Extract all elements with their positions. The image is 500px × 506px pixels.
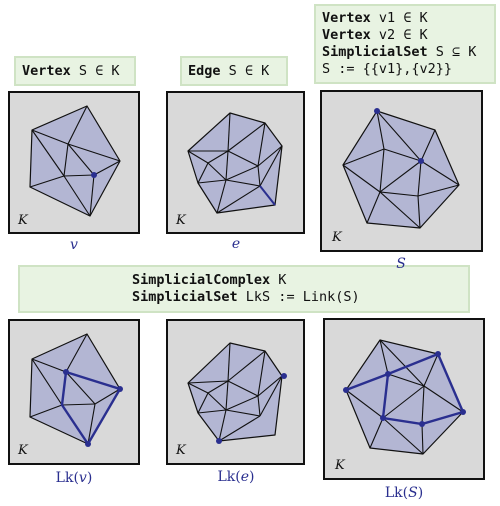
link-vertex	[380, 415, 386, 421]
link-vertex	[419, 421, 425, 427]
caption-lk-S: Lk(S)	[372, 485, 436, 501]
complex-panel-edge: K	[166, 91, 305, 234]
link-vertex	[85, 441, 91, 447]
highlighted-vertex	[91, 172, 97, 178]
keyword: Edge	[188, 63, 221, 79]
k-label: K	[332, 230, 342, 245]
caption-text: S	[396, 256, 406, 272]
complex-panel-vertex: K	[8, 91, 140, 234]
keyword: Vertex	[22, 63, 71, 79]
complex-drawing	[29, 105, 121, 217]
highlighted-vertex-v2	[418, 158, 424, 164]
caption-close: )	[86, 470, 93, 486]
highlighted-edge	[259, 185, 276, 206]
link-vertex	[216, 438, 222, 444]
link-panel-vertex: K	[8, 319, 140, 465]
keyword: SimplicialComplex	[132, 272, 271, 288]
caption-close: )	[249, 469, 255, 485]
k-label: K	[18, 443, 28, 458]
vertex-code-box: Vertex S ∈ K	[14, 56, 136, 86]
caption-e: e	[226, 236, 246, 252]
keyword: Vertex	[322, 10, 371, 26]
simplicial-set-code-box: Vertex v1 ∈ K Vertex v2 ∈ K SimplicialSe…	[314, 4, 496, 84]
caption-func: Lk(	[55, 470, 79, 486]
caption-func: Lk(	[384, 485, 409, 501]
link-vertex	[435, 351, 441, 357]
caption-close: )	[417, 485, 424, 501]
link-drawing	[343, 339, 466, 455]
link-panel-set: K	[323, 318, 485, 480]
link-panel-edge: K	[166, 319, 305, 465]
caption-arg: v	[78, 470, 87, 486]
k-label: K	[335, 458, 345, 473]
caption-func: Lk(	[217, 469, 241, 485]
caption-lk-e: Lk(e)	[206, 469, 266, 485]
code-text: LkS := Link(S)	[237, 289, 360, 305]
code-text: S ⊆ K	[427, 44, 477, 60]
complex-drawing	[342, 108, 460, 229]
caption-text: v	[70, 237, 78, 253]
caption-arg: e	[240, 469, 250, 485]
link-code-box: SimplicialComplex K SimplicialSet LkS :=…	[18, 265, 470, 313]
link-vertex	[460, 409, 466, 415]
link-vertex	[117, 386, 123, 392]
link-drawing	[29, 333, 123, 447]
k-label: K	[176, 213, 186, 228]
code-text: v2 ∈ K	[370, 27, 428, 43]
link-drawing	[187, 342, 287, 444]
caption-arg: S	[408, 485, 418, 501]
complex-drawing	[187, 112, 283, 214]
caption-text: e	[231, 236, 241, 252]
highlighted-vertex-v1	[374, 108, 380, 114]
k-label: K	[18, 213, 28, 228]
link-vertex	[343, 387, 349, 393]
code-text: K	[270, 272, 287, 288]
code-text: v1 ∈ K	[370, 10, 428, 26]
caption-lk-v: Lk(v)	[44, 470, 104, 486]
caption-S: S	[391, 256, 411, 272]
link-vertex	[281, 373, 287, 379]
complex-panel-set: K	[320, 90, 483, 252]
keyword: SimplicialSet	[132, 289, 238, 305]
code-text: S := {{v1},{v2}}	[322, 61, 453, 77]
keyword: Vertex	[322, 27, 371, 43]
keyword: SimplicialSet	[322, 44, 428, 60]
link-vertex	[385, 371, 391, 377]
link-vertex	[63, 369, 69, 375]
code-text: S ∈ K	[220, 63, 270, 79]
code-text: S ∈ K	[70, 63, 120, 79]
edge-code-box: Edge S ∈ K	[180, 56, 288, 86]
caption-v: v	[64, 237, 84, 253]
k-label: K	[176, 443, 186, 458]
